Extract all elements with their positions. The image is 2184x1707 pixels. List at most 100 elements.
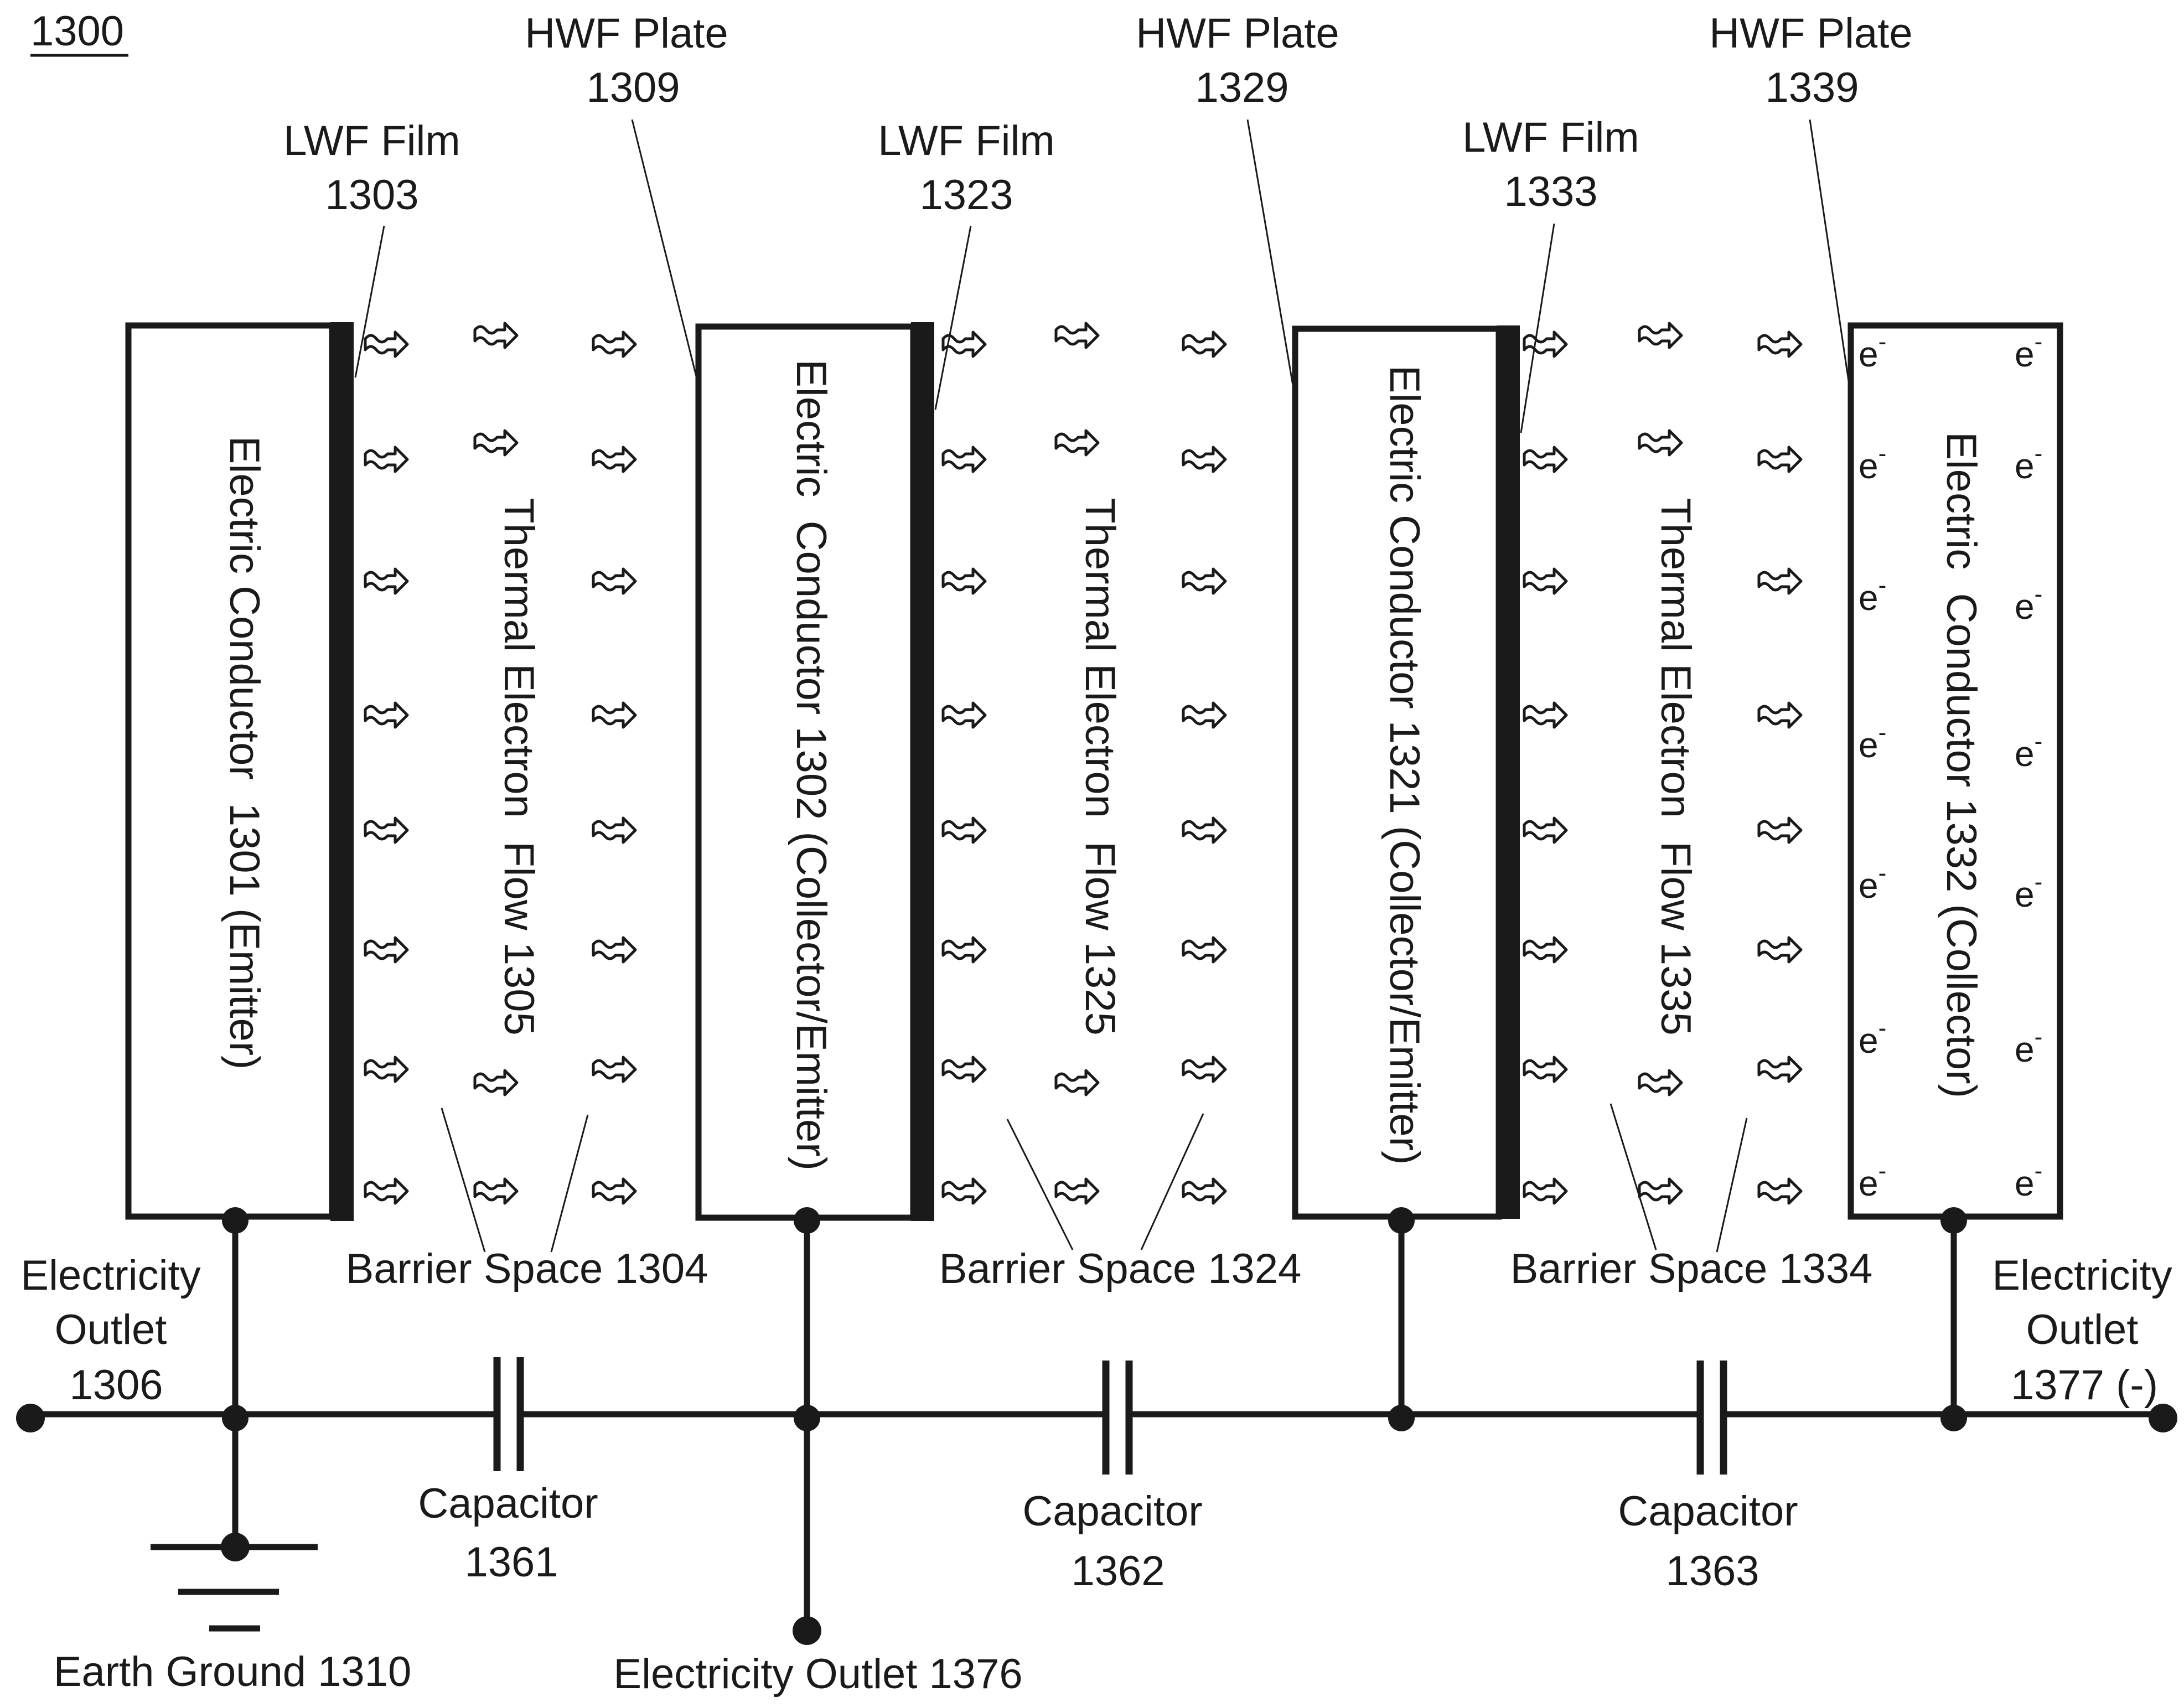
- capacitor-1362-name: Capacitor: [1022, 1488, 1202, 1535]
- wavy-arrow-icon: [1183, 703, 1225, 727]
- wavy-arrow-icon: [365, 1057, 407, 1082]
- wavy-arrow-icon: [1524, 818, 1566, 842]
- barrier-space-1304: Barrier Space 1304: [346, 1245, 708, 1292]
- outlet-1376-label: Electricity Outlet 1376: [613, 1651, 1022, 1698]
- wavy-arrow-icon: [943, 569, 985, 593]
- electron-symbol: e-: [1859, 440, 1886, 486]
- electron-symbol: e-: [2015, 728, 2042, 774]
- electron-symbol: e-: [2015, 1023, 2042, 1069]
- capacitor-1363-plates: [1696, 1361, 1727, 1475]
- lwf-film-bar-1303: [330, 322, 354, 1221]
- lwf-film-bar-1323: [911, 322, 934, 1221]
- hwf-plate-1329-name: HWF Plate: [1136, 10, 1339, 57]
- wavy-arrow-icon: [1759, 818, 1801, 842]
- electron-symbol: e-: [2015, 1157, 2042, 1203]
- wavy-arrow-icon: [1759, 1057, 1801, 1082]
- lwf-film-1303-name: LWF Film: [283, 117, 460, 164]
- figure-number: 1300: [30, 8, 124, 55]
- wavy-arrow-icon: [1759, 938, 1801, 962]
- wavy-arrow-icon: [475, 323, 517, 348]
- outlet-1377-number: 1377 (-): [2011, 1362, 2158, 1409]
- wavy-arrow-icon: [1183, 1179, 1225, 1203]
- wavy-arrow-icon: [943, 818, 985, 842]
- wavy-arrow-icon: [1639, 431, 1681, 455]
- wavy-arrow-icon: [1056, 323, 1098, 348]
- wavy-arrow-icon: [593, 332, 635, 356]
- hwf-plate-1309-name: HWF Plate: [525, 10, 728, 57]
- wavy-arrow-icon: [1524, 332, 1566, 356]
- wavy-arrow-icon: [1183, 447, 1225, 472]
- conductor-box-1332: [1847, 322, 2063, 1220]
- wavy-arrow-icon: [475, 1179, 517, 1203]
- leader-lines-barrier: [441, 1103, 1748, 1253]
- capacitor-1361-name: Capacitor: [418, 1480, 598, 1527]
- electron-symbol: e-: [1859, 719, 1886, 765]
- wavy-arrow-icon: [1524, 447, 1566, 472]
- flow-label-1325: Thermal Electron Flow 1325: [1077, 498, 1124, 1036]
- electron-symbol: e-: [2015, 440, 2042, 486]
- wavy-arrow-icon: [1759, 703, 1801, 727]
- wavy-arrow-icon: [365, 818, 407, 842]
- wavy-arrow-icon: [365, 447, 407, 472]
- outlet-1377-line1: Electricity: [1992, 1252, 2172, 1299]
- wavy-arrow-icon: [1524, 703, 1566, 727]
- conductor-label-1332: Electric Conductor 1332 (Collector): [1938, 432, 1985, 1098]
- wavy-arrow-icon: [1759, 332, 1801, 356]
- wavy-arrow-icon: [943, 703, 985, 727]
- lwf-film-1323-number: 1323: [919, 172, 1013, 219]
- electron-symbol: e-: [1859, 328, 1886, 374]
- capacitor-1361-number: 1361: [464, 1539, 558, 1586]
- wavy-arrow-icon: [1183, 569, 1225, 593]
- flow-label-1305: Thermal Electron Flow 1305: [495, 498, 542, 1036]
- wavy-arrow-icon: [365, 1179, 407, 1203]
- electron-symbol: e-: [1859, 572, 1886, 618]
- wavy-arrow-icon: [943, 1179, 985, 1203]
- wavy-arrow-icon: [1524, 1057, 1566, 1082]
- capacitor-1363-number: 1363: [1665, 1548, 1759, 1595]
- lwf-film-bar-1333: [1497, 325, 1520, 1219]
- junction-dots: [16, 1207, 2177, 1645]
- wavy-arrow-icon: [593, 447, 635, 472]
- wavy-arrow-icon: [1183, 818, 1225, 842]
- wavy-arrow-icon: [1524, 569, 1566, 593]
- capacitor-1362-plates: [1102, 1361, 1133, 1475]
- wavy-arrow-icon: [593, 1179, 635, 1203]
- wavy-arrow-icon: [365, 938, 407, 962]
- electron-symbol: e-: [1859, 1157, 1886, 1203]
- leader-lines-top: [354, 119, 1851, 433]
- wavy-arrow-icon: [475, 431, 517, 455]
- wavy-arrow-icon: [1639, 1179, 1681, 1203]
- wavy-arrow-icon: [943, 447, 985, 472]
- flow-label-1335: Thermal Electron Flow 1335: [1652, 498, 1699, 1036]
- wavy-arrow-icon: [593, 703, 635, 727]
- wavy-arrow-icon: [943, 938, 985, 962]
- conductor-label-1301: Electric Conductor 1301 (Emitter): [221, 436, 268, 1070]
- outlet-1306-line1: Electricity: [20, 1252, 200, 1299]
- wavy-arrow-icon: [1183, 938, 1225, 962]
- wavy-arrow-icon: [1759, 1179, 1801, 1203]
- electrons-group: e-e-e-e-e-e-e-e-e-e-e-e-e-e-: [1859, 328, 2042, 1203]
- outlet-1377-line2: Outlet: [2026, 1306, 2139, 1353]
- wavy-arrow-icon: [1183, 332, 1225, 356]
- outlet-1306-number: 1306: [69, 1362, 163, 1409]
- lwf-film-1333-name: LWF Film: [1462, 114, 1639, 161]
- wavy-arrow-icon: [365, 569, 407, 593]
- hwf-plate-1309-number: 1309: [586, 64, 680, 111]
- outlet-1306-line2: Outlet: [55, 1306, 167, 1353]
- conductor-label-1302: Electric Conductor 1302 (Collector/Emitt…: [788, 359, 835, 1171]
- electron-symbol: e-: [2015, 328, 2042, 374]
- wavy-arrow-icon: [1056, 1179, 1098, 1203]
- wavy-arrow-icon: [943, 1057, 985, 1082]
- wavy-arrow-icon: [593, 569, 635, 593]
- wavy-arrow-icon: [593, 938, 635, 962]
- conductor-box-1302: [695, 323, 917, 1221]
- hwf-plate-1329-number: 1329: [1195, 64, 1288, 111]
- conductor-label-1321: Electric Conductor 1321 (Collector/Emitt…: [1381, 365, 1428, 1165]
- hwf-plate-1339-number: 1339: [1765, 64, 1859, 111]
- wavy-arrow-icon: [593, 818, 635, 842]
- capacitor-1363-name: Capacitor: [1618, 1488, 1798, 1535]
- capacitor-1361-plates: [493, 1357, 524, 1471]
- wavy-arrow-icon: [365, 703, 407, 727]
- wavy-arrow-icon: [1056, 431, 1098, 455]
- electron-symbol: e-: [2015, 581, 2042, 627]
